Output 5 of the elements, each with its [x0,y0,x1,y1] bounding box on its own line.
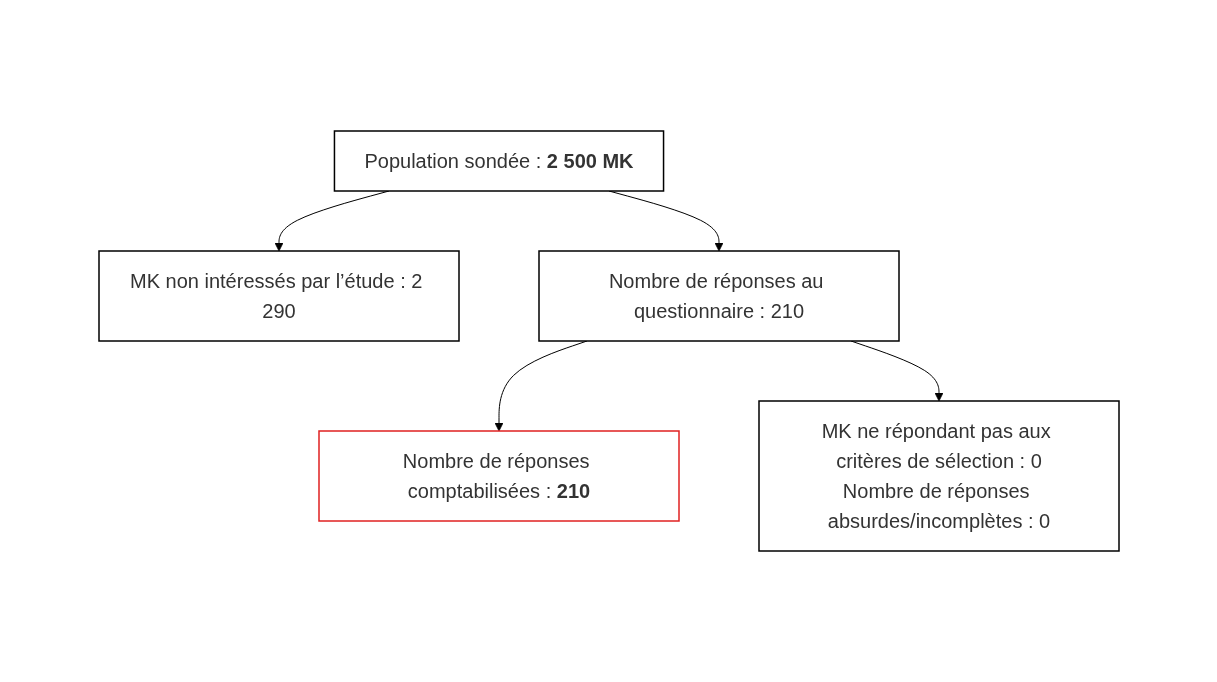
node-box: Nombre de réponses comptabilisées : 210 [317,430,680,522]
node-box: MK non intéressés par l’étude : 2 290 [97,250,460,342]
node-box: MK ne répondant pas aux critères de sélection : 0 Nombre de réponses absurdes/incomplètes : 0 [757,400,1120,552]
node-box: Population sondée : 2 500 MK [333,130,664,192]
node-box: Nombre de réponses au questionnaire : 210 [537,250,900,342]
